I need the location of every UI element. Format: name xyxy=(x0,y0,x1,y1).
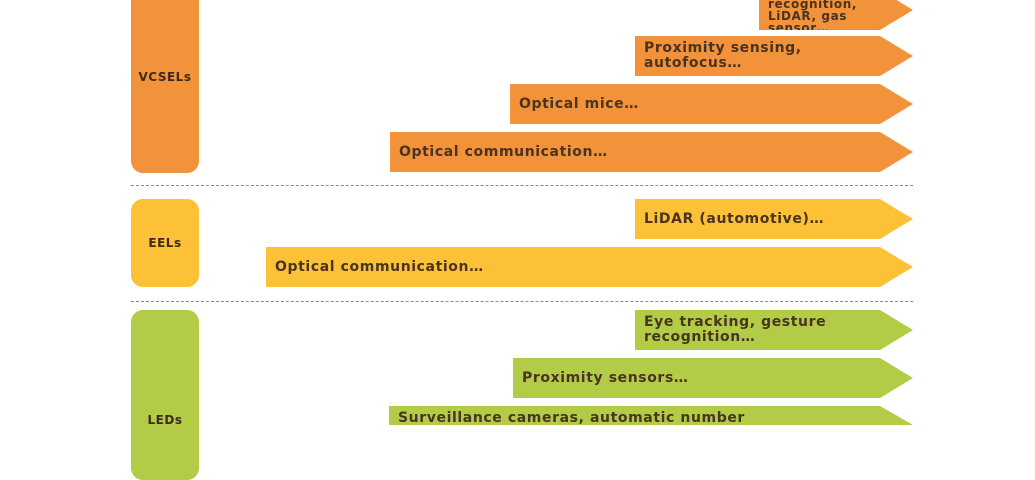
category-vcsels: VCSELs xyxy=(131,0,199,173)
app-label: Optical communication… xyxy=(399,143,608,160)
category-label: EELs xyxy=(148,236,182,250)
category-leds: LEDs xyxy=(131,310,199,480)
group-divider xyxy=(131,301,913,302)
app-label: Optical mice… xyxy=(519,95,639,112)
app-label: LiDAR (automotive)… xyxy=(644,210,825,227)
app-label: Surveillance cameras, automatic number xyxy=(398,410,745,426)
app-arrow-surveillance-cameras: Surveillance cameras, automatic number xyxy=(389,406,913,425)
app-label: Proximity sensing, autofocus… xyxy=(644,40,802,71)
category-label: VCSELs xyxy=(138,69,192,84)
app-arrow-eye-tracking: Eye tracking, gesture recognition… xyxy=(635,310,913,350)
app-label: Proximity sensors… xyxy=(522,369,689,386)
category-label: LEDs xyxy=(147,413,183,427)
app-arrow-optical-communication-vcsel: Optical communication… xyxy=(390,132,913,172)
app-arrow-optical-mice: Optical mice… xyxy=(510,84,913,124)
app-arrow-optical-communication-eel: Optical communication… xyxy=(266,247,913,287)
app-arrow-proximity-sensing: Proximity sensing, autofocus… xyxy=(635,36,913,76)
app-arrow-facial-recognition: Facial recognition, LiDAR, gas sensor… xyxy=(759,0,913,30)
category-eels: EELs xyxy=(131,199,199,287)
app-arrow-lidar-automotive: LiDAR (automotive)… xyxy=(635,199,913,239)
app-arrow-proximity-sensors: Proximity sensors… xyxy=(513,358,913,398)
app-label: Optical communication… xyxy=(275,258,484,275)
group-divider xyxy=(131,185,913,186)
app-label: Facial recognition, LiDAR, gas sensor… xyxy=(768,0,858,35)
app-label: Eye tracking, gesture recognition… xyxy=(644,314,827,345)
